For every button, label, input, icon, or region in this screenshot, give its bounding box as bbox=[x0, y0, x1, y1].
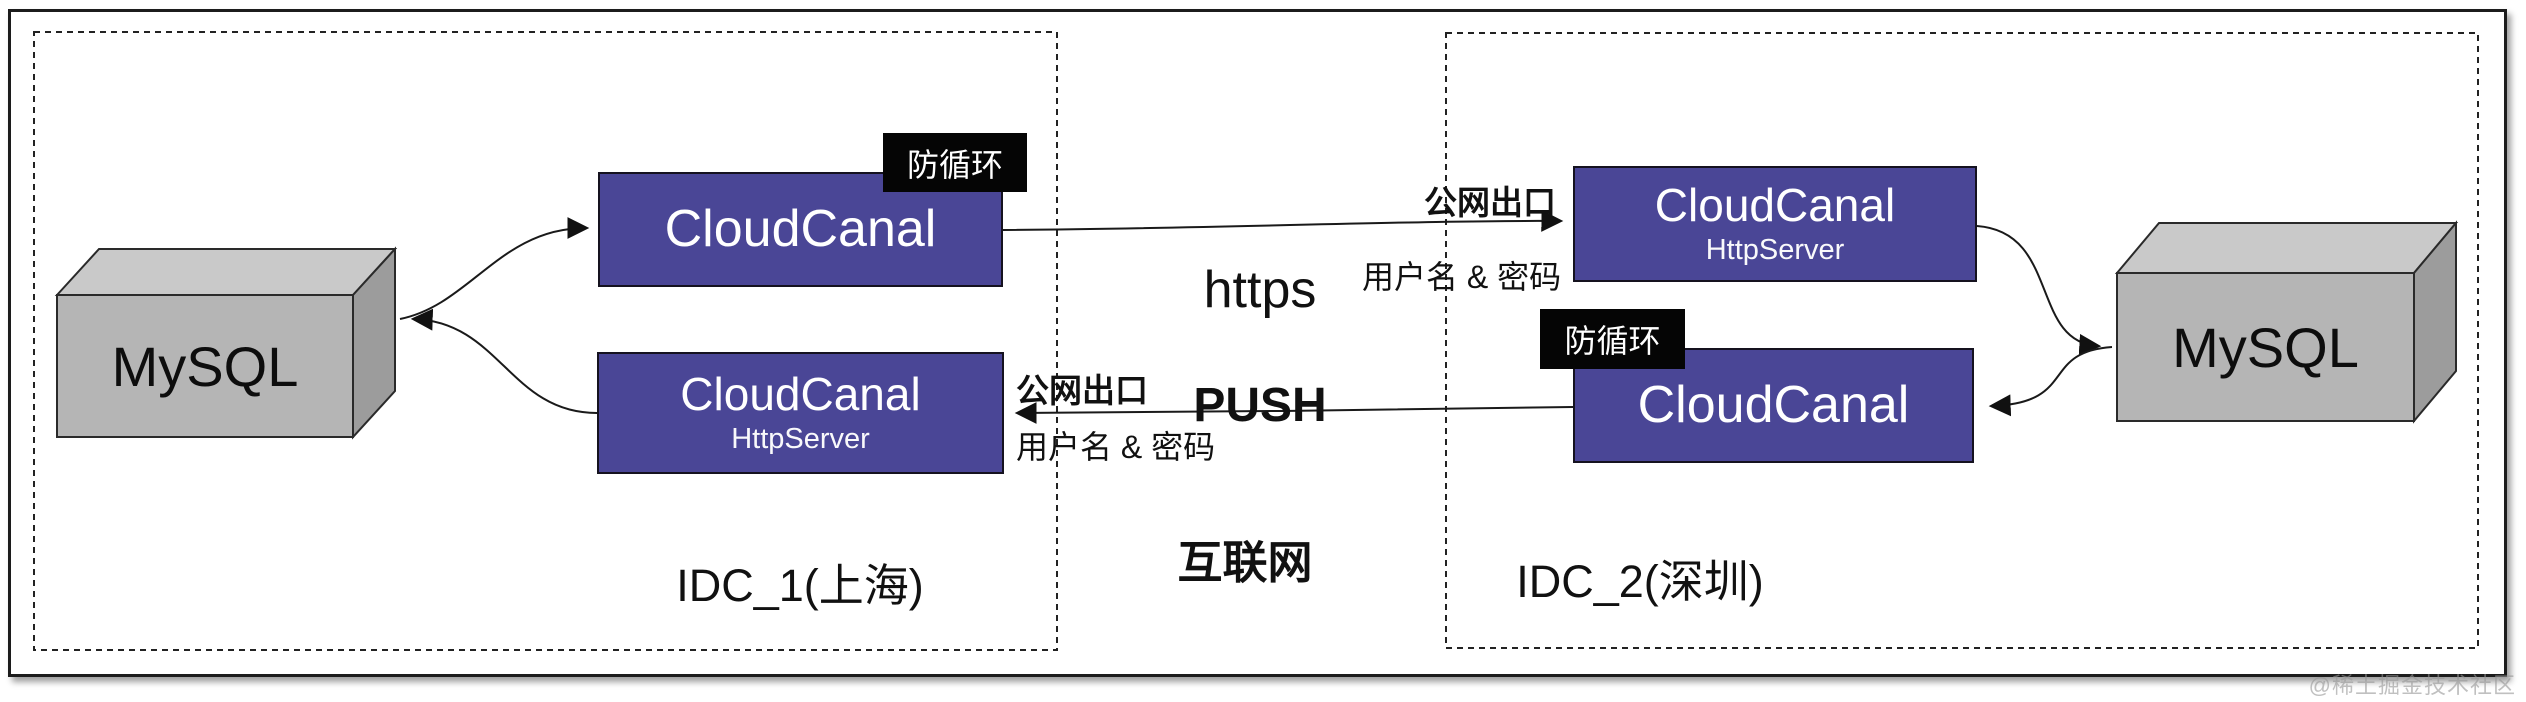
arrow-push-cloudcanal4-to-httpserver-left bbox=[1014, 401, 1574, 424]
httpserver-subtitle: HttpServer bbox=[731, 422, 870, 455]
cloudcanal-title: CloudCanal bbox=[664, 200, 937, 259]
https-protocol-label: https bbox=[1203, 261, 1317, 319]
arrow-httpserver-right-to-mysql-right bbox=[1976, 225, 2102, 356]
httpserver-subtitle: HttpServer bbox=[1705, 233, 1845, 266]
arrow-httpserver-left-to-mysql-left bbox=[410, 308, 598, 414]
mysql-left-label: MySQL bbox=[111, 334, 299, 398]
cloudcanal-node-idc2: CloudCanal bbox=[1573, 348, 1974, 463]
cloudcanal-title: CloudCanal bbox=[680, 368, 921, 421]
arrow-mysql-right-to-cloudcanal4 bbox=[1988, 346, 2113, 417]
idc1-zone-label: IDC_1(上海) bbox=[676, 560, 924, 611]
internet-zone-label: 互联网 bbox=[1177, 537, 1313, 588]
credentials-label-left: 用户名 & 密码 bbox=[1016, 429, 1216, 465]
arrow-mysql-left-to-cloudcanal1 bbox=[399, 217, 590, 320]
idc2-zone-label: IDC_2(深圳) bbox=[1516, 556, 1764, 607]
idc2-dashed-border bbox=[1445, 32, 2479, 649]
mysql-right-3d-box bbox=[2114, 220, 2459, 424]
mysql-left-3d-box bbox=[54, 246, 398, 440]
anti-loop-badge-idc1: 防循环 bbox=[883, 133, 1027, 192]
cloudcanal-httpserver-node-idc2: CloudCanal HttpServer bbox=[1573, 166, 1977, 282]
cloudcanal-httpserver-node-idc1: CloudCanal HttpServer bbox=[597, 352, 1004, 474]
push-mode-label: PUSH bbox=[1193, 379, 1327, 432]
anti-loop-badge-idc2: 防循环 bbox=[1540, 309, 1685, 369]
credentials-label-right: 用户名 & 密码 bbox=[1362, 259, 1562, 295]
cloudcanal-title: CloudCanal bbox=[1637, 376, 1910, 435]
arrow-https-cloudcanal1-to-httpserver-right bbox=[1002, 209, 1564, 232]
public-egress-label-right: 公网出口 bbox=[1424, 184, 1556, 221]
idc1-dashed-border bbox=[33, 31, 1058, 651]
watermark: @稀土掘金技术社区 bbox=[2308, 673, 2516, 698]
mysql-right-label: MySQL bbox=[2172, 315, 2359, 379]
cloudcanal-title: CloudCanal bbox=[1654, 179, 1896, 232]
public-egress-label-left: 公网出口 bbox=[1016, 372, 1148, 409]
